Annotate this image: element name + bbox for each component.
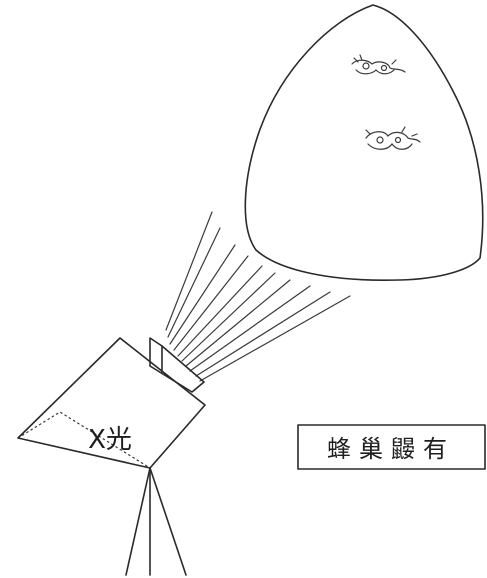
- tripod: [125, 467, 187, 576]
- sign-box: 蜂巢鼹有: [297, 424, 486, 470]
- x-ray-beam: [165, 211, 351, 382]
- balloon-outline: [244, 4, 484, 282]
- xray-device-label: X光: [88, 425, 132, 455]
- sign-label: 蜂巢鼹有: [327, 435, 455, 463]
- insect-icon-1: [351, 54, 406, 75]
- insect-icon-2: [365, 126, 421, 150]
